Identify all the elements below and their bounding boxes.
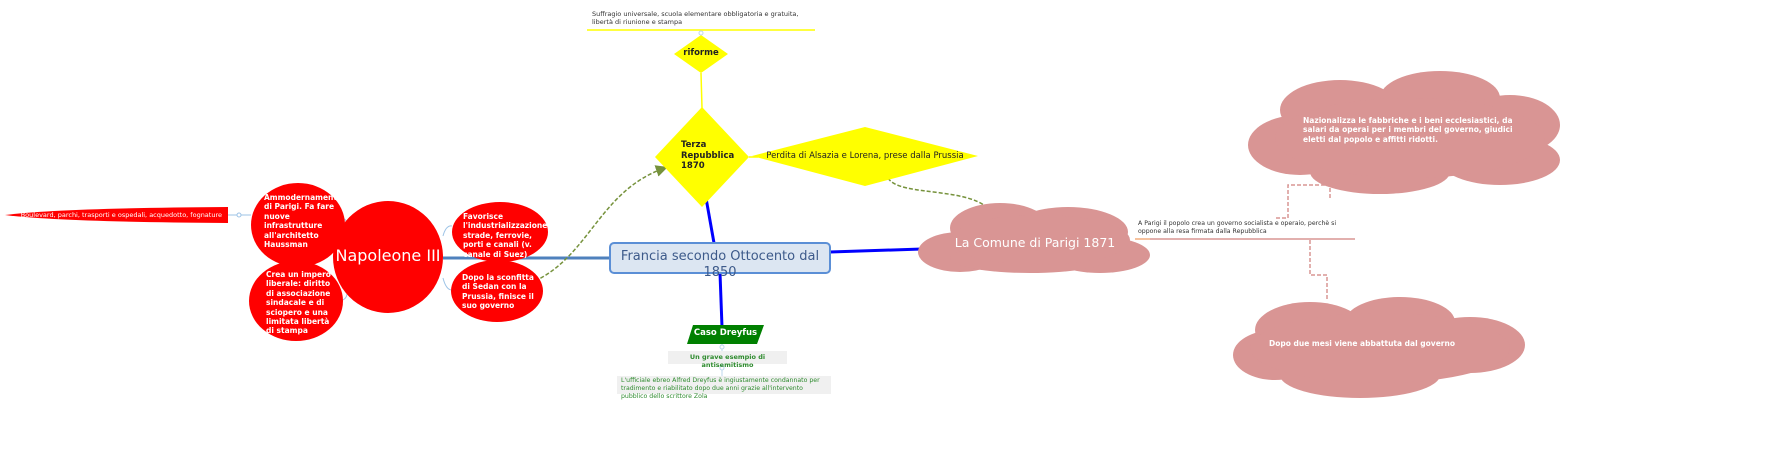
ammodernamento-label: Ammodernamento di Parigi. Fa fare nuove … bbox=[264, 193, 343, 249]
terza-repubblica-label: Terza Repubblica 1870 bbox=[681, 140, 735, 172]
central-node[interactable] bbox=[609, 242, 831, 274]
industrializzazione-node[interactable] bbox=[452, 202, 548, 262]
dreyfus-sub-label: Un grave esempio di antisemitismo bbox=[689, 353, 766, 370]
sedan-label: Dopo la sconfitta di Sedan con la Prussi… bbox=[462, 273, 534, 311]
dreyfus-detail-box bbox=[617, 376, 831, 394]
connector-terza bbox=[704, 197, 716, 244]
cloud-bottom[interactable] bbox=[1233, 297, 1525, 398]
industrializzazione-label: Favorisce l'industrializzazione: strade,… bbox=[463, 212, 551, 259]
relation-arrow-sedan-terza bbox=[534, 165, 668, 282]
impero-liberale-node[interactable] bbox=[249, 261, 343, 341]
napoleone-node[interactable] bbox=[333, 201, 443, 313]
connector-comune bbox=[829, 247, 923, 254]
boulevard-spike bbox=[5, 207, 228, 223]
comune-detail-label: A Parigi il popolo crea un governo socia… bbox=[1138, 220, 1337, 235]
suffragio-label: Suffragio universale, scuola elementare … bbox=[592, 10, 799, 27]
central-label: Francia secondo Ottocento dal 1850 bbox=[620, 249, 820, 281]
comune-label: La Comune di Parigi 1871 bbox=[954, 235, 1116, 250]
riforme-node[interactable] bbox=[674, 35, 728, 73]
connector-small-3 bbox=[442, 225, 453, 237]
cloud-top-label: Nazionalizza le fabbriche e i beni eccle… bbox=[1303, 116, 1513, 144]
dreyfus-node[interactable] bbox=[687, 325, 764, 344]
dashed-top-connector bbox=[1275, 184, 1331, 219]
dashed-bottom-connector bbox=[1309, 240, 1328, 300]
dreyfus-detail-label: L'ufficiale ebreo Alfred Dreyfus è ingiu… bbox=[621, 377, 820, 400]
boulevard-label: Boulevard, parchi, trasporti e ospedali,… bbox=[20, 211, 222, 219]
impero-liberale-label: Crea un impero liberale: diritto di asso… bbox=[266, 270, 331, 336]
connector-small-4 bbox=[442, 277, 453, 291]
comune-cloud[interactable] bbox=[918, 203, 1150, 273]
connector-dreyfus bbox=[718, 272, 724, 328]
sedan-node[interactable] bbox=[451, 260, 543, 322]
perdita-node[interactable] bbox=[752, 127, 978, 186]
napoleone-label: Napoleone III bbox=[335, 246, 441, 265]
dreyfus-label: Caso Dreyfus bbox=[693, 328, 758, 338]
dreyfus-sub-box bbox=[668, 351, 787, 364]
cloud-bottom-label: Dopo due mesi viene abbattuta dal govern… bbox=[1269, 339, 1455, 348]
terza-repubblica-node[interactable] bbox=[655, 107, 749, 207]
ammodernamento-node[interactable] bbox=[251, 183, 345, 267]
riforme-label: riforme bbox=[683, 48, 719, 58]
cloud-top[interactable] bbox=[1248, 71, 1560, 194]
connector-riforme bbox=[700, 72, 703, 109]
perdita-label: Perdita di Alsazia e Lorena, prese dalla… bbox=[766, 151, 964, 161]
